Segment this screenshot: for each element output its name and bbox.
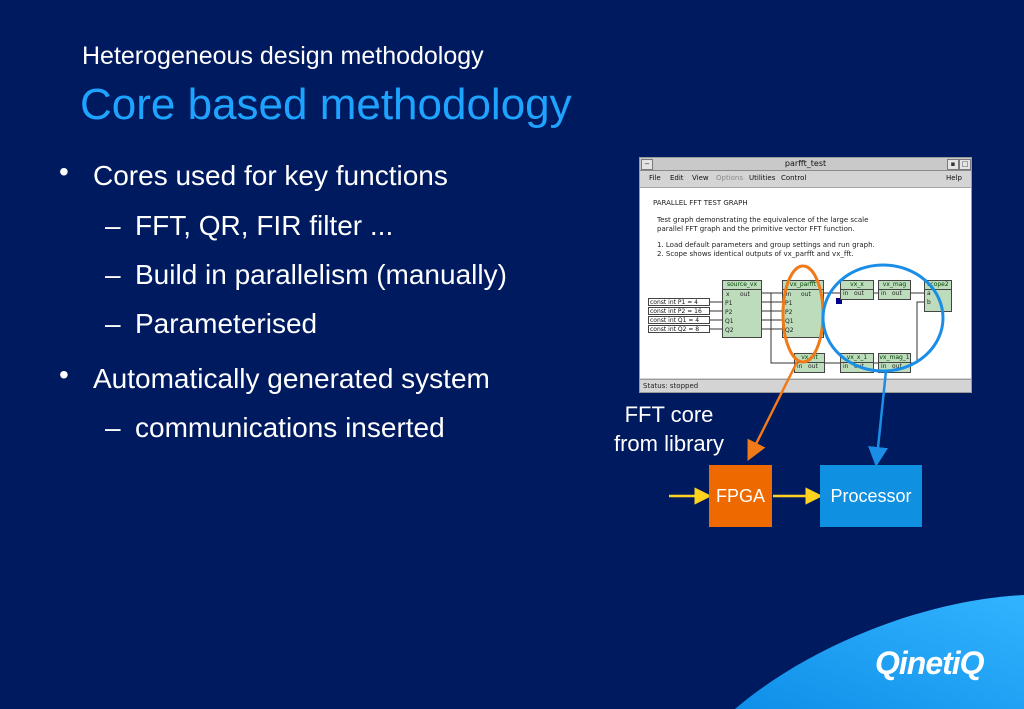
menu-file[interactable]: File	[649, 174, 661, 182]
port-label: in	[843, 290, 849, 297]
processor-box: Processor	[820, 465, 922, 527]
port-label: out	[892, 363, 902, 370]
graph-step1: 1. Load default parameters and group set…	[657, 241, 875, 249]
menu-help[interactable]: Help	[946, 174, 962, 182]
const-block[interactable]: const int Q2 = 8	[648, 325, 710, 333]
slide-title: Core based methodology	[80, 80, 572, 129]
sub-bullet-item: – FFT, QR, FIR filter ...	[105, 210, 394, 242]
qinetiq-logo: QinetiQ	[875, 645, 985, 681]
port-label: out	[892, 290, 902, 297]
port-label: P2	[785, 309, 793, 316]
fft-core-label: FFT core from library	[604, 400, 734, 458]
fpga-label: FPGA	[715, 486, 765, 506]
sub-bullet-item: – Parameterised	[105, 308, 318, 340]
sub-bullet-text: Build in parallelism (manually)	[135, 259, 507, 290]
block-title: scope2	[925, 281, 951, 290]
port-label: P2	[725, 309, 733, 316]
const-block[interactable]: const int Q1 = 4	[648, 316, 710, 324]
port-label: in	[797, 363, 803, 370]
menu-edit[interactable]: Edit	[670, 174, 684, 182]
port-label: in	[786, 291, 792, 298]
status-bar: Status: stopped	[640, 379, 971, 392]
arrow-to-processor	[868, 370, 888, 467]
port-label: out	[740, 291, 750, 298]
sub-bullet-item: – communications inserted	[105, 412, 445, 444]
bullet-text: Automatically generated system	[93, 363, 490, 394]
port-label: b	[927, 299, 931, 306]
port-label: Q1	[725, 318, 734, 325]
block-title: vx_fft	[795, 354, 824, 363]
bullet-item: • Cores used for key functions	[59, 156, 448, 192]
const-block[interactable]: const int P1 = 4	[648, 298, 710, 306]
title-bar: − parfft_test ▪ □	[640, 158, 971, 171]
fft-label-line1: FFT core	[624, 402, 714, 427]
graph-canvas[interactable]: PARALLEL FFT TEST GRAPH Test graph demon…	[640, 188, 971, 378]
window-title: parfft_test	[784, 159, 827, 168]
menu-view[interactable]: View	[692, 174, 709, 182]
block-vx-fft[interactable]: vx_fft in out	[794, 353, 825, 373]
port-label: in	[843, 363, 849, 370]
const-block[interactable]: const int P2 = 16	[648, 307, 710, 315]
arrow-fft-to-fpga	[747, 361, 799, 461]
sub-bullet-text: Parameterised	[135, 308, 318, 339]
processor-label: Processor	[830, 486, 912, 506]
port-label: P1	[785, 300, 793, 307]
maximize-icon[interactable]: □	[959, 159, 971, 170]
block-title: vx_mag_1	[879, 354, 910, 363]
minimize-icon[interactable]: ▪	[947, 159, 959, 170]
port-label: in	[881, 363, 887, 370]
dash-icon: –	[105, 412, 121, 443]
highlight-ellipse-fft	[781, 264, 825, 364]
bullet-text: Cores used for key functions	[93, 160, 448, 191]
fpga-box: FPGA	[709, 465, 772, 527]
highlight-ellipse-processor	[821, 263, 945, 373]
port-label: out	[801, 291, 811, 298]
menu-options[interactable]: Options	[716, 174, 744, 182]
sub-bullet-item: – Build in parallelism (manually)	[105, 259, 507, 291]
block-title: source_vx	[723, 281, 761, 290]
slide-kicker: Heterogeneous design methodology	[82, 42, 484, 70]
block-source-vx[interactable]: source_vx x out P1 P2 Q1 Q2	[722, 280, 762, 338]
block-title: vx_x	[841, 281, 873, 290]
dash-icon: –	[105, 210, 121, 241]
port-label: Q2	[725, 327, 734, 334]
port-label: Q1	[785, 318, 794, 325]
app-window: − parfft_test ▪ □ File Edit View Options…	[639, 157, 972, 393]
window-menu-icon[interactable]: −	[641, 159, 653, 170]
dash-icon: –	[105, 308, 121, 339]
port-label: a	[927, 290, 931, 297]
block-title: vx_mag	[879, 281, 910, 290]
bullet-dot-icon: •	[59, 359, 69, 390]
port-label: x	[726, 291, 730, 298]
block-vx-x[interactable]: vx_x in out	[840, 280, 874, 300]
block-title: vx_parfft	[783, 281, 823, 290]
port-label: out	[808, 363, 818, 370]
fft-label-line2: from library	[613, 431, 724, 456]
block-title: vx_x_1	[841, 354, 873, 363]
port-label: Q2	[785, 327, 794, 334]
sub-bullet-text: FFT, QR, FIR filter ...	[135, 210, 394, 241]
menu-utilities[interactable]: Utilities	[749, 174, 776, 182]
port-label: P1	[725, 300, 733, 307]
graph-title: PARALLEL FFT TEST GRAPH	[653, 199, 748, 207]
graph-step2: 2. Scope shows identical outputs of vx_p…	[657, 250, 854, 258]
logo-swoosh	[735, 595, 1024, 709]
bullet-dot-icon: •	[59, 156, 69, 187]
sub-bullet-text: communications inserted	[135, 412, 445, 443]
connector-marker	[836, 298, 842, 304]
block-vx-parfft[interactable]: vx_parfft in out P1 P2 Q1 Q2	[782, 280, 824, 338]
block-vx-mag[interactable]: vx_mag in out	[878, 280, 911, 300]
dash-icon: –	[105, 259, 121, 290]
bullet-item: • Automatically generated system	[59, 359, 490, 395]
port-label: in	[881, 290, 887, 297]
port-label: out	[854, 290, 864, 297]
menu-bar: File Edit View Options Utilities Control…	[640, 171, 971, 188]
graph-desc-line2: parallel FFT graph and the primitive vec…	[657, 225, 855, 233]
graph-desc-line1: Test graph demonstrating the equivalence…	[657, 216, 869, 224]
menu-control[interactable]: Control	[781, 174, 807, 182]
